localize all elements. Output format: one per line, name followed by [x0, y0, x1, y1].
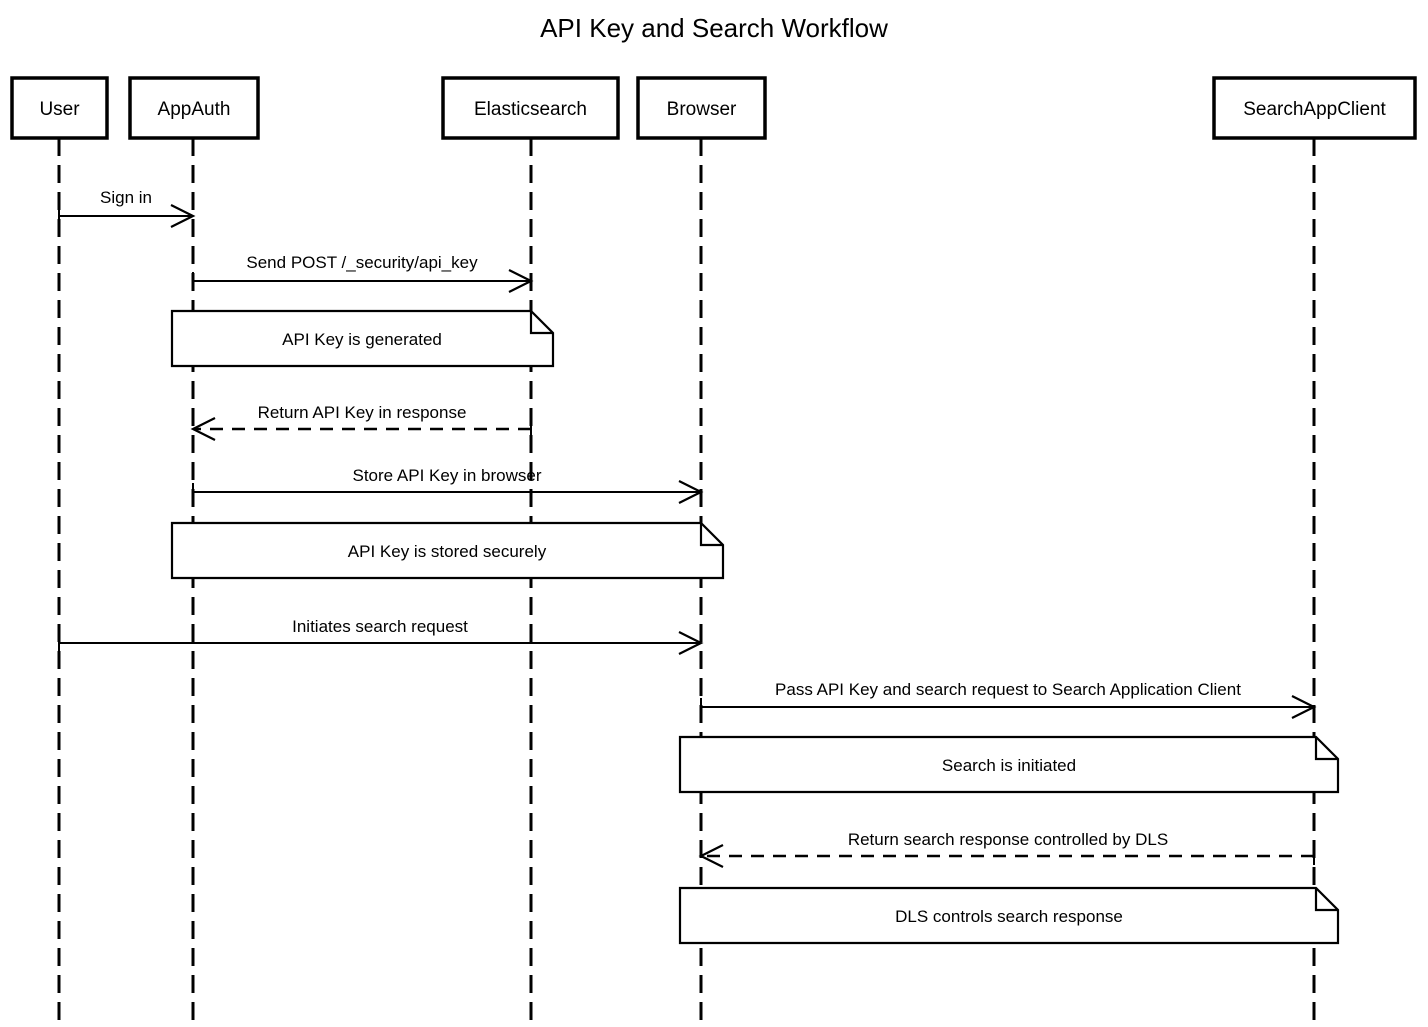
- participant-label-appauth: AppAuth: [158, 99, 231, 120]
- message-3[interactable]: Return API Key in response: [190, 403, 532, 441]
- message-5[interactable]: Initiates search request: [58, 617, 704, 655]
- note-body-4: [678, 886, 1340, 945]
- note-4: DLS controls search response: [678, 886, 1340, 945]
- note-fold-corner-3: [1314, 737, 1338, 761]
- participant-searchapp[interactable]: SearchAppClient: [1212, 76, 1417, 140]
- note-3: Search is initiated: [678, 735, 1340, 794]
- note-label-1: API Key is generated: [282, 330, 442, 349]
- participant-box-appauth[interactable]: [128, 76, 260, 140]
- note-1: API Key is generated: [170, 309, 555, 368]
- message-label-7: Return search response controlled by DLS: [848, 830, 1168, 849]
- note-2: API Key is stored securely: [170, 521, 725, 580]
- message-arrowhead-5: [678, 631, 704, 655]
- participant-label-user: User: [39, 99, 80, 120]
- note-body-1: [170, 309, 555, 368]
- participant-box-user[interactable]: [10, 76, 109, 140]
- message-6[interactable]: Pass API Key and search request to Searc…: [700, 680, 1317, 719]
- message-label-6: Pass API Key and search request to Searc…: [775, 680, 1241, 699]
- note-label-4: DLS controls search response: [895, 907, 1123, 926]
- message-1[interactable]: Sign in: [58, 188, 196, 228]
- participant-user[interactable]: User: [10, 76, 109, 140]
- participant-browser[interactable]: Browser: [636, 76, 767, 140]
- message-2[interactable]: Send POST /_security/api_key: [192, 253, 534, 293]
- note-fold-corner-1: [529, 311, 553, 335]
- participant-box-searchapp[interactable]: [1212, 76, 1417, 140]
- message-label-3: Return API Key in response: [258, 403, 467, 422]
- message-7[interactable]: Return search response controlled by DLS: [698, 830, 1315, 868]
- message-label-1: Sign in: [100, 188, 152, 207]
- participant-label-searchapp: SearchAppClient: [1243, 99, 1386, 120]
- message-arrowhead-6: [1291, 695, 1317, 719]
- participant-appauth[interactable]: AppAuth: [128, 76, 260, 140]
- message-label-5: Initiates search request: [292, 617, 468, 636]
- participants-layer: User AppAuth Elasticsearch Browser SearchApp…: [10, 76, 1417, 140]
- message-label-4: Store API Key in browser: [353, 466, 542, 485]
- messages-layer: Sign in Send POST /_security/api_keyRetur…: [58, 188, 1317, 868]
- note-body-3: [678, 735, 1340, 794]
- message-4[interactable]: Store API Key in browser: [192, 466, 704, 504]
- message-label-2: Send POST /_security/api_key: [246, 253, 478, 272]
- message-arrowhead-7: [698, 844, 724, 868]
- note-fold-corner-4: [1314, 888, 1338, 912]
- participant-box-browser[interactable]: [636, 76, 767, 140]
- message-arrowhead-2: [508, 269, 534, 293]
- participant-elastic[interactable]: Elasticsearch: [441, 76, 620, 140]
- participant-label-elastic: Elasticsearch: [474, 99, 587, 120]
- diagram-title: API Key and Search Workflow: [540, 13, 888, 43]
- note-label-3: Search is initiated: [942, 756, 1076, 775]
- participant-label-browser: Browser: [667, 99, 737, 120]
- note-fold-corner-2: [699, 523, 723, 547]
- message-arrowhead-4: [678, 480, 704, 504]
- note-label-2: API Key is stored securely: [348, 542, 547, 561]
- message-arrowhead-3: [190, 417, 216, 441]
- participant-box-elastic[interactable]: [441, 76, 620, 140]
- message-arrowhead-1: [170, 204, 196, 228]
- note-body-2: [170, 521, 725, 580]
